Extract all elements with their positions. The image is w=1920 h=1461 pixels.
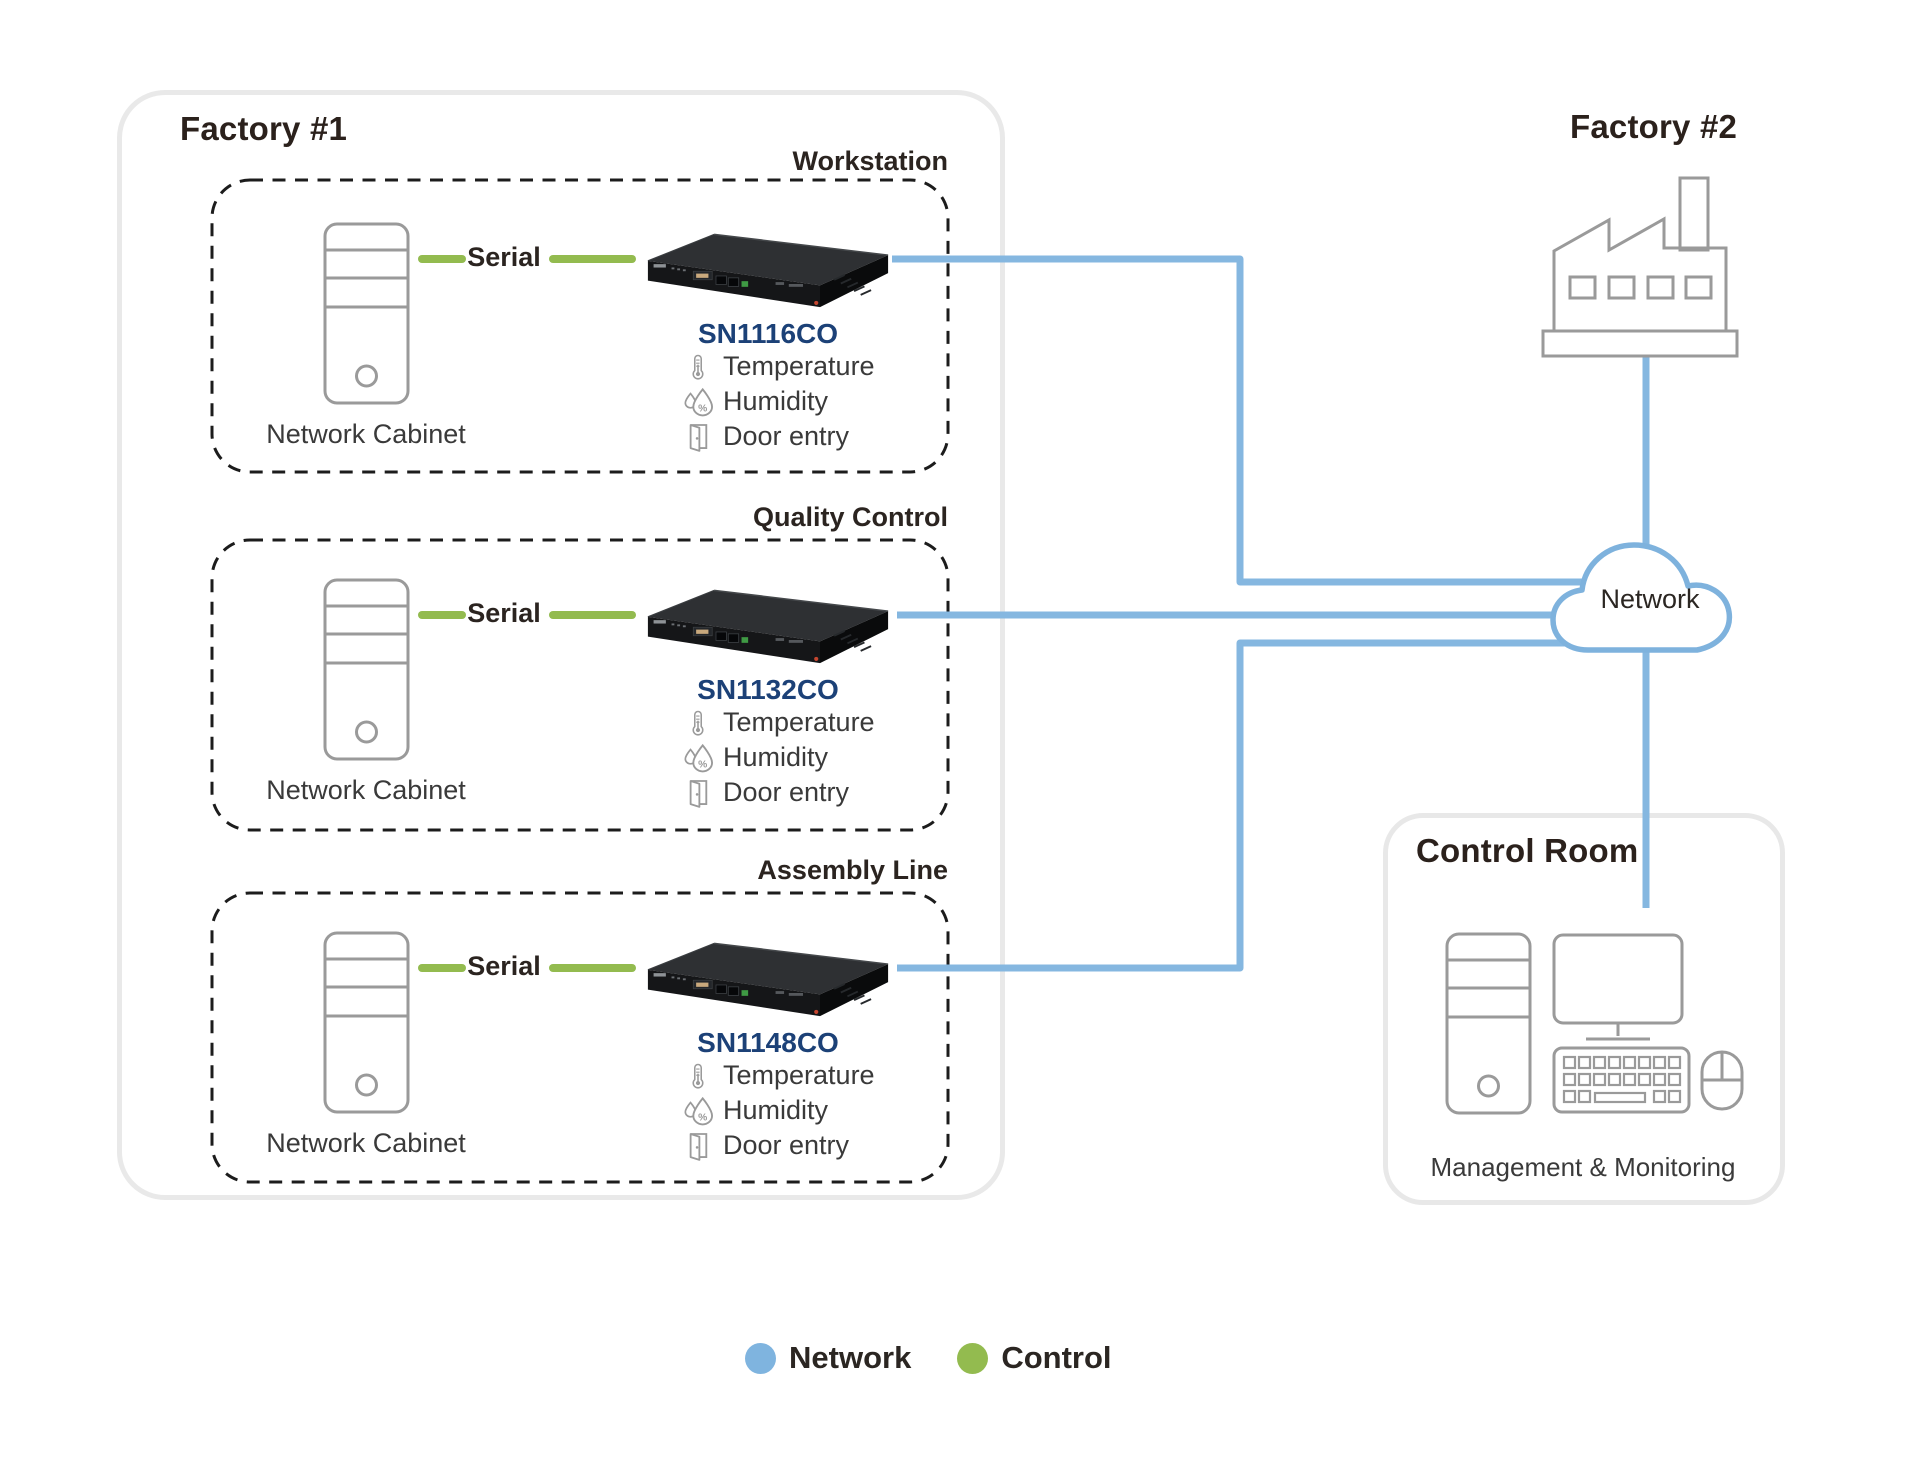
legend-control-dot [957, 1342, 989, 1374]
sensor-item: Door entry [682, 1130, 875, 1161]
sensor-list: Temperature Humidity Door entry [682, 351, 875, 458]
sensor-item: Humidity [682, 742, 875, 772]
network-cloud-label: Network [1600, 584, 1700, 614]
network-cabinet-label: Network Cabinet [266, 419, 466, 449]
thermometer-icon [688, 1061, 708, 1091]
serial-line-left [418, 611, 466, 619]
legend-control-label: Control [1001, 1340, 1112, 1375]
sensor-item: Door entry [682, 777, 875, 807]
legend: Network Control [745, 1340, 1112, 1376]
device-model-label: SN1132CO [697, 674, 839, 705]
control-room-title: Control Room [1416, 832, 1639, 869]
network-line-assembly [897, 639, 1600, 972]
sensor-label: Humidity [723, 742, 829, 772]
sensor-list: Temperature Humidity Door entry [682, 707, 875, 814]
factory2-title: Factory #2 [1570, 108, 1738, 145]
network-cloud-icon [1550, 542, 1733, 653]
factory1-title: Factory #1 [180, 110, 348, 147]
serial-line-left [418, 964, 466, 972]
serial-line-left [418, 255, 466, 263]
network-cabinet-label: Network Cabinet [266, 775, 466, 805]
control-room-caption: Management & Monitoring [1430, 1152, 1736, 1182]
sensor-label: Door entry [723, 421, 850, 451]
serial-label: Serial [467, 598, 541, 628]
device-model-label: SN1116CO [697, 318, 839, 349]
legend-network-label: Network [789, 1340, 912, 1375]
sensor-label: Temperature [723, 1060, 875, 1090]
humidity-icon [683, 1096, 713, 1126]
door-entry-icon [686, 1131, 710, 1161]
serial-line-right [549, 964, 636, 972]
sensor-item: Temperature [682, 707, 875, 737]
sensor-label: Door entry [723, 1130, 850, 1160]
zone-label: Workstation [792, 146, 948, 176]
sensor-item: Humidity [682, 1095, 875, 1126]
sensor-item: Temperature [682, 1060, 875, 1091]
serial-line-right [549, 611, 636, 619]
sensor-list: Temperature Humidity Door entry [682, 1060, 875, 1167]
serial-console-device-image [640, 932, 896, 1019]
sensor-label: Door entry [723, 777, 850, 807]
serial-label: Serial [467, 951, 541, 981]
control-room-container [1383, 813, 1785, 1205]
serial-label: Serial [467, 242, 541, 272]
network-line-workstation [892, 255, 1600, 586]
zone-label: Quality Control [753, 502, 948, 532]
serial-line-right [549, 255, 636, 263]
sensor-label: Humidity [723, 1095, 829, 1125]
zone-label: Assembly Line [757, 855, 948, 885]
sensor-item: Temperature [682, 351, 875, 381]
sensor-label: Temperature [723, 707, 875, 737]
sensor-label: Humidity [723, 386, 829, 416]
legend-network-dot [745, 1342, 776, 1374]
sensor-item: Humidity [682, 386, 875, 416]
sensor-item: Door entry [682, 421, 875, 451]
sensor-label: Temperature [723, 351, 875, 381]
factory1-container [117, 90, 1005, 1200]
network-cabinet-label: Network Cabinet [266, 1128, 466, 1158]
network-cabinet-icon [323, 931, 410, 1114]
device-model-label: SN1148CO [697, 1027, 839, 1058]
